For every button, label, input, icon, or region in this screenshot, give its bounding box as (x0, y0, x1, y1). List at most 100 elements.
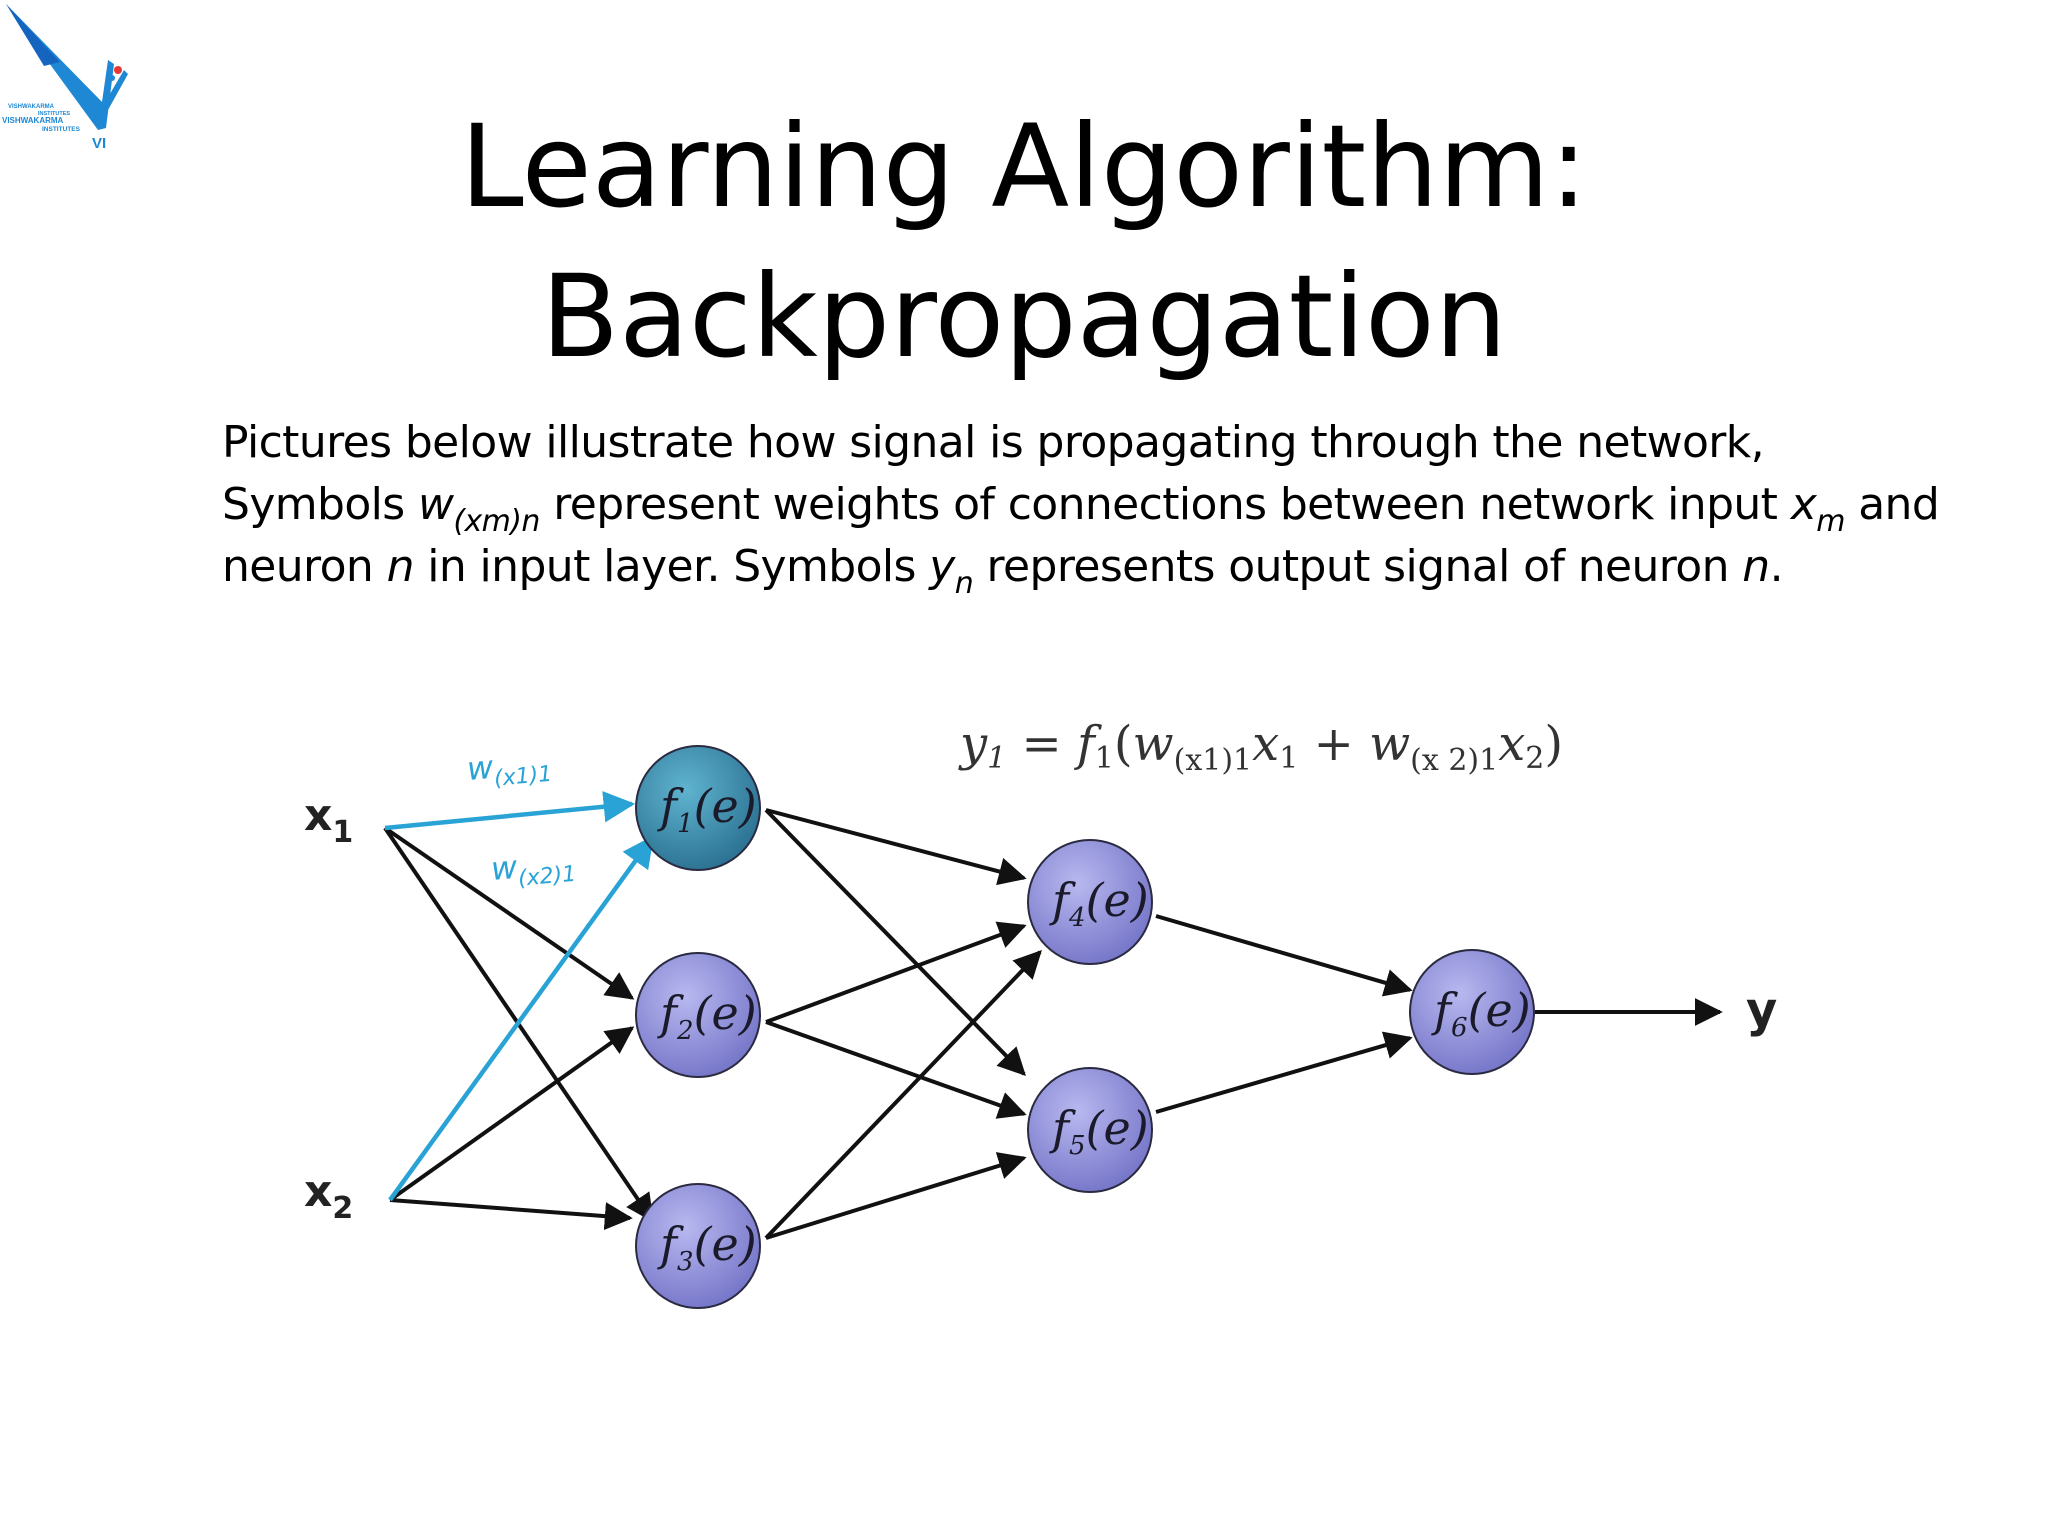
input-symbol: x (304, 1166, 332, 1217)
neuron-arg: (e) (1086, 873, 1149, 927)
logo-text-2: INSTITUTES (38, 111, 70, 117)
weight-symbol: w (465, 748, 495, 788)
weight-subscript: (x1)1 (493, 762, 553, 792)
neuron-sub: 6 (1451, 1013, 1468, 1043)
paragraph-line-2: Symbols w(xm)n represent weights of conn… (222, 474, 1962, 539)
paragraph-line-1: Pictures below illustrate how signal is … (222, 417, 1765, 468)
neuron-arg: (e) (694, 779, 757, 833)
formula-x1: x (1252, 716, 1279, 772)
weight-labels: w(x1)1 w(x2)1 (465, 743, 577, 894)
neuron-f4: f4(e) (1027, 839, 1153, 965)
text-segment: in input layer. Symbols (413, 541, 930, 592)
text-output-symbol: y (929, 541, 955, 592)
edge-f1-f4 (765, 808, 1027, 886)
input-label-x1: x1 (304, 790, 353, 850)
slide-title-line-1: Learning Algorithm: (460, 100, 1588, 233)
text-segment: . (1769, 541, 1784, 592)
edge-f2-f5 (765, 1020, 1027, 1119)
neuron-label: f3(e) (657, 1217, 757, 1277)
formula-w2-sub: (x 2)1 (1410, 743, 1498, 778)
edge-x2-f1 (388, 835, 654, 1202)
input-symbol: x (304, 790, 332, 841)
slide-title-line-2: Backpropagation (540, 250, 1508, 383)
neuron-f1: f1(e) (635, 745, 761, 871)
description-paragraph: Pictures below illustrate how signal is … (222, 412, 1962, 601)
weight-symbol: w (489, 848, 519, 888)
neuron-sub: 3 (677, 1247, 694, 1277)
formula-x2-sub: 2 (1525, 741, 1544, 776)
neuron-f5: f5(e) (1027, 1067, 1153, 1193)
formula-lhs: y (958, 716, 988, 772)
neuron-f3: f3(e) (635, 1183, 761, 1309)
formula: y1 = f1(w(x1)1x1 + w(x 2)1x2) (958, 716, 1563, 778)
formula-w1: w (1133, 716, 1174, 772)
edge-x2-f2 (388, 1026, 635, 1202)
formula-plus: + (1298, 716, 1369, 772)
formula-equals: = (1006, 716, 1077, 772)
input-subscript: 2 (332, 1191, 353, 1226)
input-subscript: 1 (332, 815, 353, 850)
neuron-f6: f6(e) (1409, 949, 1535, 1075)
neuron-sub: 5 (1069, 1131, 1086, 1161)
weight-subscript: (x2)1 (517, 862, 577, 892)
edge-f5-f6 (1155, 1031, 1413, 1114)
text-input-subscript: m (1816, 504, 1845, 539)
neuron-sub: 1 (677, 809, 694, 839)
neuron-label: f5(e) (1049, 1101, 1149, 1161)
text-weight-symbol: w (418, 479, 454, 530)
neuron-arg: (e) (694, 1217, 757, 1271)
svg-text:y1 = f1(w(x1)1x1 + w(x 2)1x2): y1 = f1(w(x1)1x1 + w(x 2)1x2) (958, 716, 1563, 778)
logo-text-4: INSTITUTES (42, 126, 81, 133)
text-output-subscript: n (954, 566, 974, 601)
weight-label-x2-1: w(x2)1 (489, 843, 577, 894)
edge-x1-f2 (383, 826, 635, 1000)
neuron-label: f4(e) (1049, 873, 1149, 933)
text-neuron-symbol: n (1742, 541, 1770, 592)
text-segment: represent weights of connections between… (539, 479, 1791, 530)
edge-f4-f6 (1155, 914, 1413, 997)
edge-x2-f3 (389, 1198, 633, 1231)
formula-f-sub: 1 (1095, 741, 1114, 776)
text-segment: and (1844, 479, 1940, 530)
neuron-sub: 2 (676, 1016, 694, 1046)
text-segment: represents output signal of neuron (973, 541, 1743, 592)
text-segment: Symbols (222, 479, 419, 530)
edge-f3-f5 (765, 1152, 1027, 1240)
input-label-x2: x2 (304, 1166, 353, 1226)
formula-w1-sub: (x1)1 (1174, 743, 1253, 778)
neurons: f1(e) f2(e) f3(e) f4(e) f5(e) f6(e) (635, 745, 1535, 1309)
formula-x2: x (1498, 716, 1525, 772)
edges-black (383, 808, 1723, 1240)
input-labels: x1 x2 y (304, 790, 1777, 1226)
formula-lhs-sub: 1 (987, 741, 1006, 776)
formula-open-paren: ( (1114, 716, 1133, 772)
neural-network-diagram: y1 = f1(w(x1)1x1 + w(x 2)1x2) w(x1 (304, 716, 1777, 1309)
neuron-label: f1(e) (657, 779, 757, 839)
neuron-arg: (e) (694, 986, 757, 1040)
edge-f1-f5 (764, 808, 1026, 1077)
neuron-label: f6(e) (1431, 983, 1531, 1043)
formula-x1-sub: 1 (1279, 741, 1298, 776)
formula-close-paren: ) (1544, 716, 1563, 772)
text-input-symbol: x (1790, 479, 1817, 530)
neuron-label: f2(e) (657, 986, 757, 1046)
neuron-arg: (e) (1468, 983, 1531, 1037)
text-segment: neuron (222, 541, 387, 592)
edges-active (384, 791, 654, 1202)
edge-f2-f4 (765, 921, 1027, 1024)
paragraph-line-3: neuron n in input layer. Symbols yn repr… (222, 536, 1962, 601)
weight-label-x1-1: w(x1)1 (465, 743, 553, 794)
logo-text-3: VISHWAKARMA (2, 116, 64, 125)
formula-w2: w (1369, 716, 1410, 772)
edge-x1-f1 (384, 791, 636, 831)
text-neuron-symbol: n (386, 541, 415, 592)
neuron-arg: (e) (1086, 1101, 1149, 1155)
output-label-y: y (1746, 982, 1777, 1038)
neuron-sub: 4 (1068, 903, 1086, 933)
logo-mark: VI (92, 135, 106, 152)
logo-text-1: VISHWAKARMA (8, 104, 55, 110)
edge-f3-f4 (764, 949, 1042, 1240)
text-weight-subscript: (xm)n (453, 504, 540, 539)
institute-logo-icon: VISHWAKARMA INSTITUTES VISHWAKARMA INSTI… (2, 4, 128, 152)
